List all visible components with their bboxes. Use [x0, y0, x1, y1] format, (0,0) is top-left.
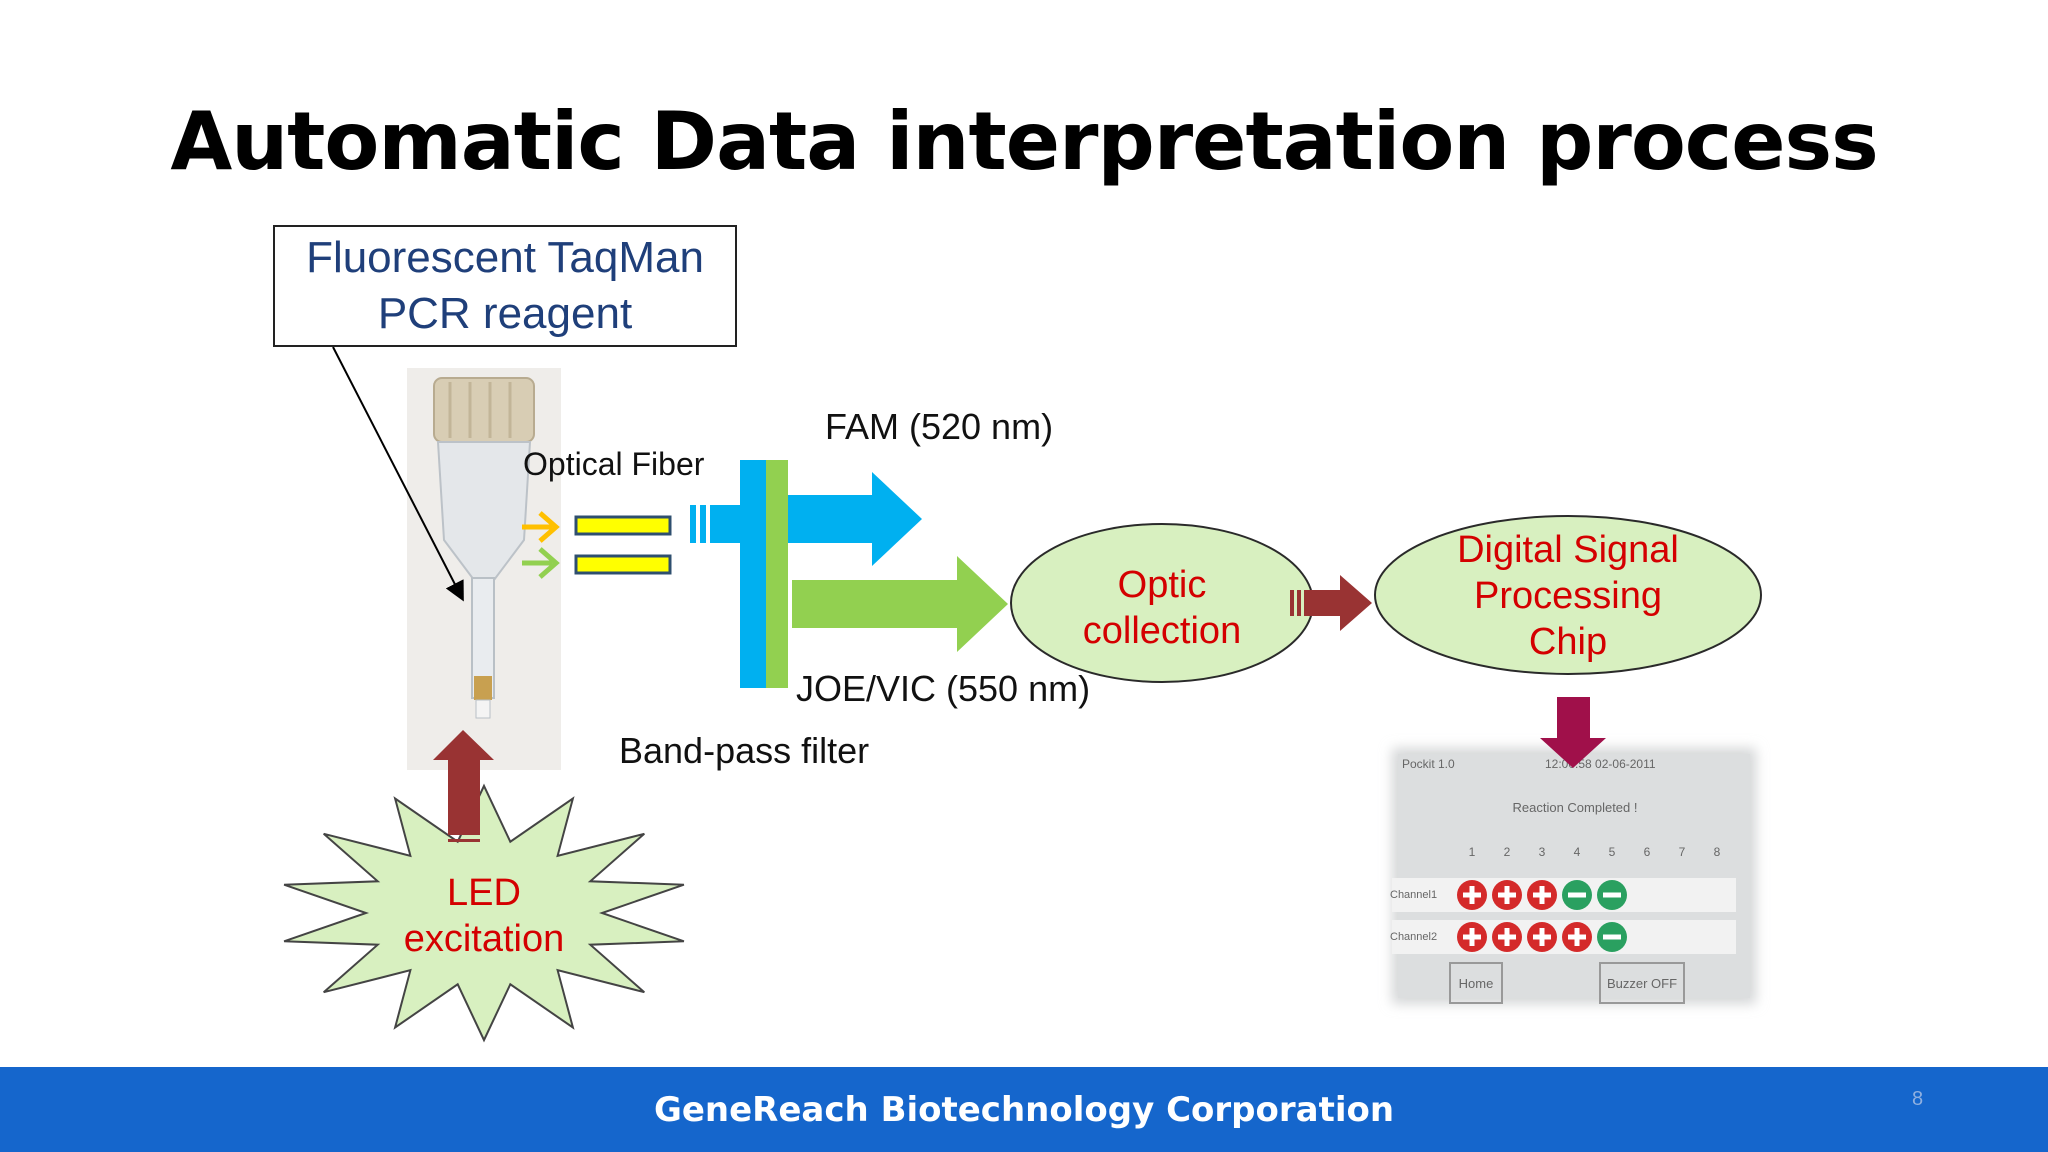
- channel1-label: Channel1: [1390, 889, 1437, 901]
- led-up-arrow: [433, 730, 494, 842]
- reagent-box: Fluorescent TaqMan PCR reagent: [273, 225, 737, 347]
- column-label: 6: [1644, 845, 1651, 859]
- optical-fiber-label: Optical Fiber: [523, 446, 705, 482]
- led-starburst: [283, 783, 685, 1043]
- dsp-chip-ellipse: [1374, 515, 1762, 675]
- optical-fiber-bars: [574, 515, 672, 575]
- buzzer-button-text: Buzzer OFF: [1607, 976, 1677, 991]
- dsp-line3: Chip: [1528, 621, 1608, 663]
- channel2-label: Channel2: [1390, 931, 1437, 943]
- optic-to-dsp-arrow: [1290, 575, 1372, 631]
- footer-text: GeneReach Biotechnology Corporation: [653, 1090, 1395, 1130]
- column-label: 7: [1679, 845, 1686, 859]
- joe-label: JOE/VIC (550 nm): [796, 668, 1091, 709]
- device-status-text: Reaction Completed !: [1512, 800, 1637, 815]
- led-text: LED excitation: [343, 870, 625, 962]
- emission-small-arrows: [522, 511, 560, 579]
- positive-result-icon: [1492, 922, 1522, 952]
- negative-result-icon: [1597, 922, 1627, 952]
- pcr-tube-photo: [407, 368, 561, 770]
- column-label: 3: [1539, 845, 1546, 859]
- negative-result-icon: [1597, 880, 1627, 910]
- page-number: 8: [1912, 1088, 1924, 1110]
- footer-bar: [0, 1067, 2048, 1152]
- joe-arrow: [792, 556, 1008, 652]
- device-name-text: Pockit 1.0: [1402, 757, 1455, 771]
- positive-result-icon: [1457, 922, 1487, 952]
- optic-line1: Optic: [1117, 564, 1207, 606]
- bandpass-label: Band-pass filter: [619, 730, 870, 771]
- optic-collection-text: Optic collection: [1011, 562, 1313, 654]
- reagent-line2: PCR reagent: [377, 289, 633, 338]
- dsp-chip-text: Digital Signal Processing Chip: [1375, 527, 1761, 665]
- positive-result-icon: [1527, 922, 1557, 952]
- column-label: 1: [1469, 845, 1476, 859]
- device-screen: Pockit 1.0 12:00:58 02-06-2011 Reaction …: [1390, 748, 1756, 1004]
- home-button-text: Home: [1459, 976, 1494, 991]
- column-label: 2: [1504, 845, 1511, 859]
- pointer-arrow: [332, 346, 464, 602]
- band-pass-filter: [690, 460, 788, 688]
- optic-line2: collection: [1082, 610, 1242, 652]
- column-label: 5: [1609, 845, 1616, 859]
- reagent-line1: Fluorescent TaqMan: [306, 233, 704, 282]
- positive-result-icon: [1527, 880, 1557, 910]
- led-line1: LED: [447, 872, 521, 914]
- device-time-text: 12:00:58 02-06-2011: [1545, 757, 1656, 771]
- fam-arrow: [788, 472, 922, 566]
- slide-title: Automatic Data interpretation process: [170, 95, 1878, 188]
- dsp-to-screen-arrow: [1540, 697, 1606, 768]
- fam-label: FAM (520 nm): [825, 406, 1054, 447]
- column-label: 4: [1574, 845, 1581, 859]
- dsp-line1: Digital Signal: [1457, 529, 1679, 571]
- positive-result-icon: [1457, 880, 1487, 910]
- led-line2: excitation: [403, 918, 565, 960]
- column-label: 8: [1714, 845, 1721, 859]
- dsp-line2: Processing: [1474, 575, 1662, 617]
- negative-result-icon: [1562, 880, 1592, 910]
- positive-result-icon: [1562, 922, 1592, 952]
- positive-result-icon: [1492, 880, 1522, 910]
